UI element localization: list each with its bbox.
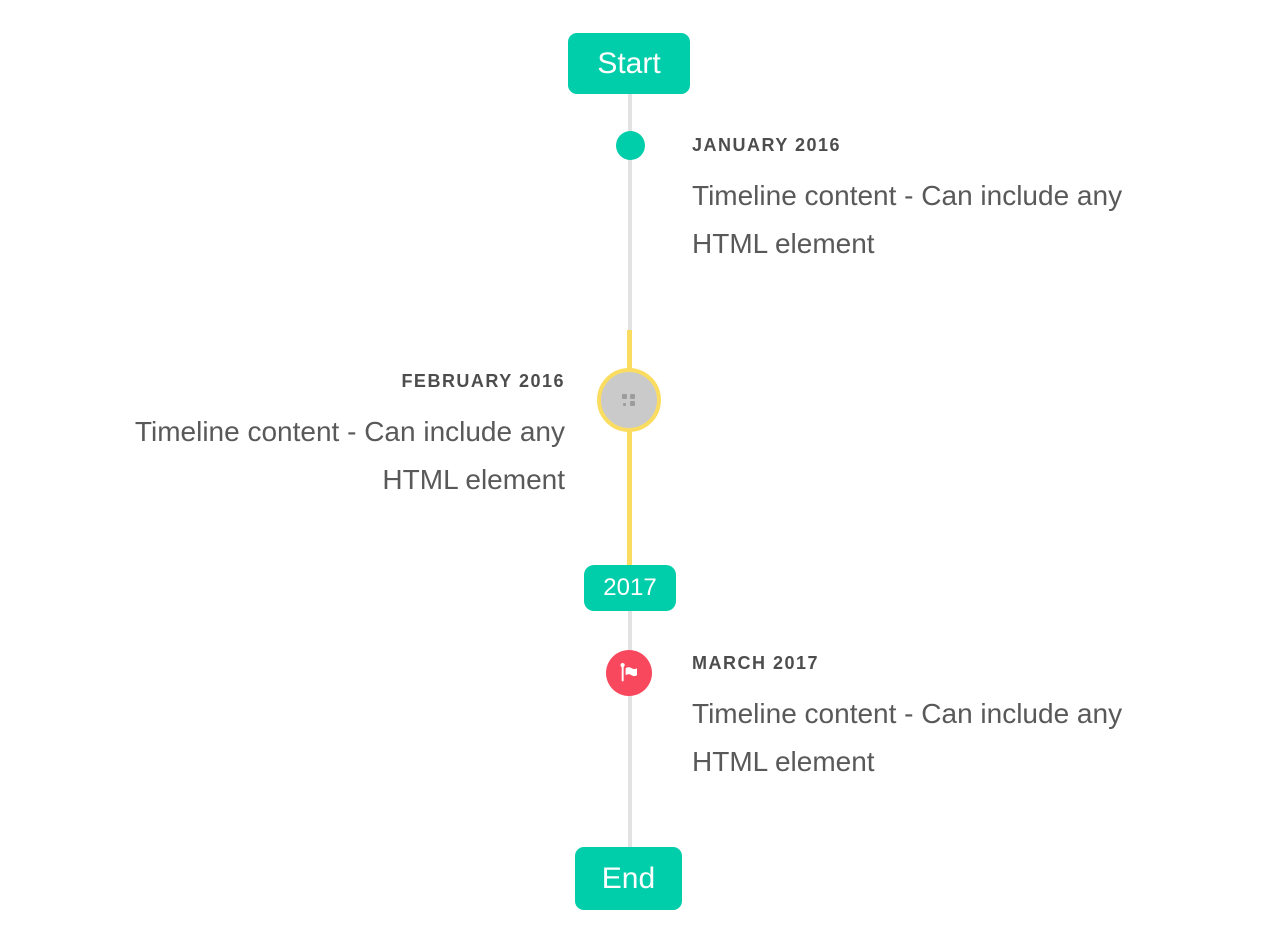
timeline-dot-marker [616, 131, 645, 160]
timeline-image-marker[interactable] [597, 368, 661, 432]
timeline-event-january-2016: JANUARY 2016 Timeline content - Can incl… [692, 134, 1232, 268]
timeline-highlight-segment [627, 330, 632, 565]
event-content-line: Timeline content - Can include any [692, 180, 1123, 211]
event-content: Timeline content - Can include any HTML … [0, 408, 565, 504]
start-button[interactable]: Start [568, 33, 690, 94]
flag-icon [620, 663, 637, 682]
event-date-label: FEBRUARY 2016 [401, 371, 565, 391]
year-badge[interactable]: 2017 [584, 565, 676, 611]
event-content-line: Timeline content - Can include any [134, 416, 565, 447]
event-content-line: HTML element [382, 464, 565, 495]
timeline-flag-marker[interactable] [606, 650, 652, 696]
event-content-line: Timeline content - Can include any [692, 698, 1123, 729]
event-content: Timeline content - Can include any HTML … [692, 172, 1232, 268]
event-date-label: JANUARY 2016 [692, 135, 842, 155]
event-date-label: MARCH 2017 [692, 653, 820, 673]
event-content-line: HTML element [692, 228, 875, 259]
timeline-event-march-2017: MARCH 2017 Timeline content - Can includ… [692, 652, 1232, 786]
event-content: Timeline content - Can include any HTML … [692, 690, 1232, 786]
end-button[interactable]: End [575, 847, 682, 910]
timeline-event-february-2016: FEBRUARY 2016 Timeline content - Can inc… [0, 370, 565, 504]
broken-image-icon [621, 393, 637, 407]
event-content-line: HTML element [692, 746, 875, 777]
